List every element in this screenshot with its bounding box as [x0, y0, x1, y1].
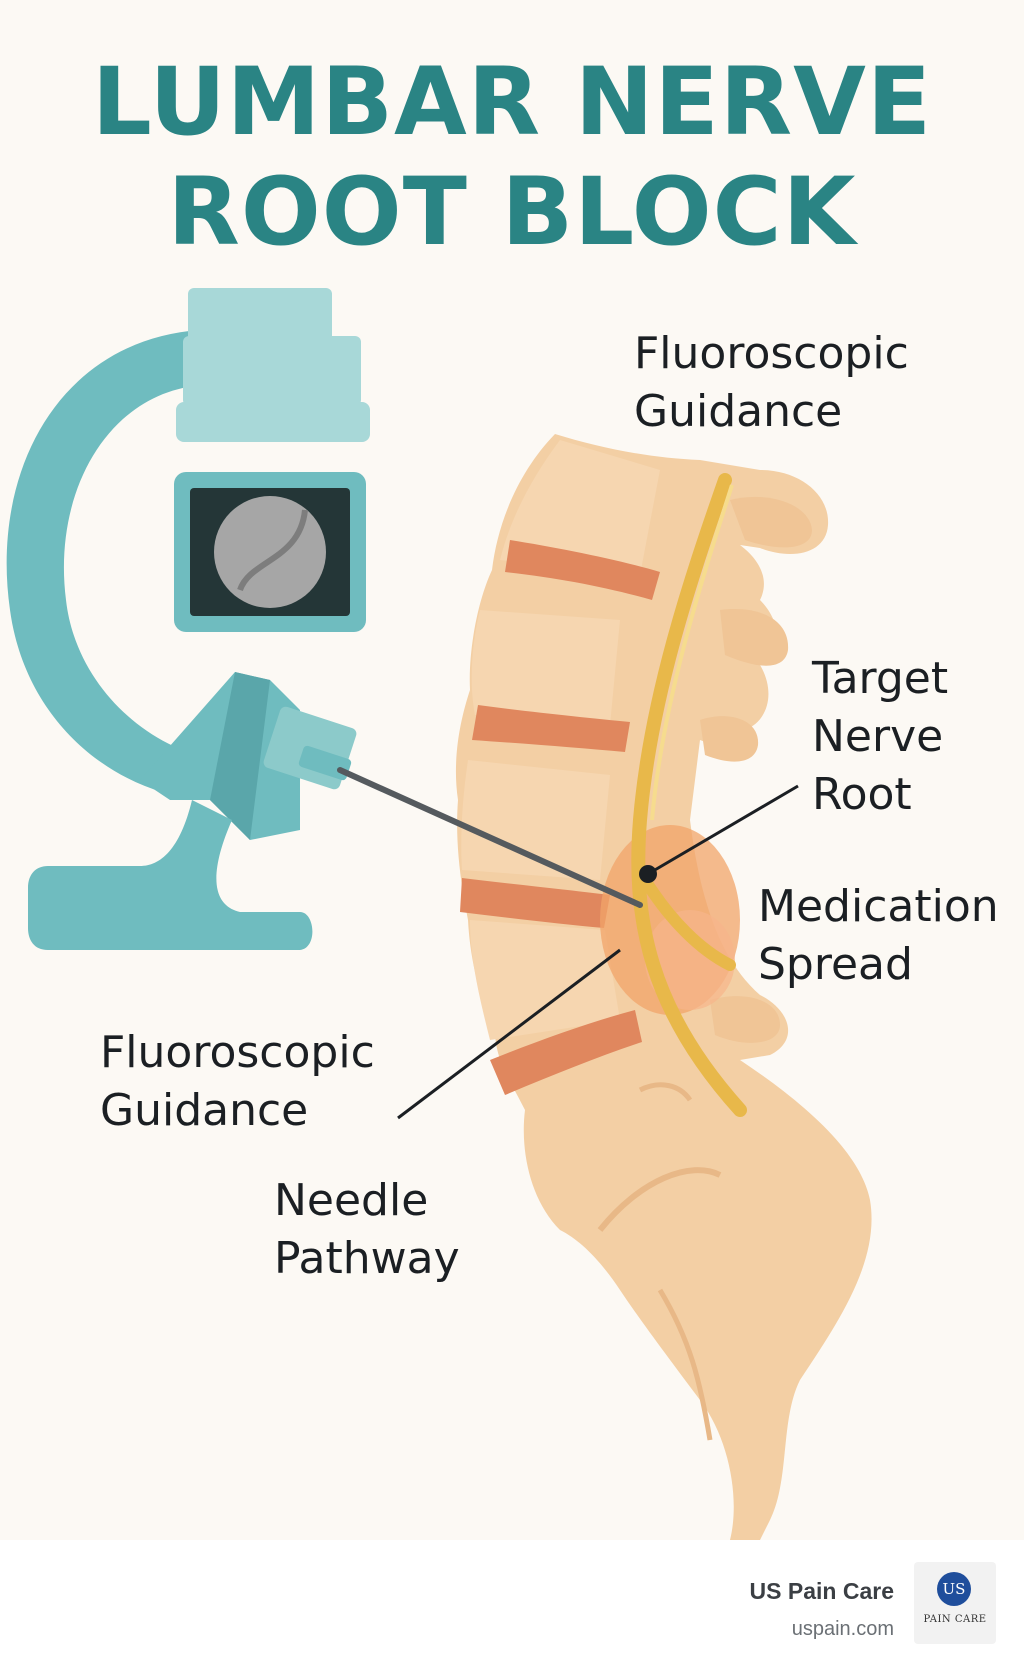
label-needle-pathway: Needle Pathway: [274, 1172, 460, 1288]
label-line: Nerve: [812, 711, 944, 762]
nerve-root: [631, 473, 747, 1117]
label-line: Fluoroscopic: [634, 328, 909, 379]
callout-lines: [397, 784, 799, 1120]
needle-pathway-line: [397, 948, 621, 1120]
disc-3: [460, 878, 610, 928]
x-ray-source-mid: [183, 336, 361, 406]
label-line: Needle: [274, 1175, 429, 1226]
title-line-1: LUMBAR NERVE: [91, 48, 933, 157]
fluoroscopy-machine: [6, 288, 370, 950]
target-pointer-line: [647, 784, 799, 876]
c-arm: [6, 330, 215, 800]
title-line-2: ROOT BLOCK: [167, 158, 857, 267]
footer: US Pain Care uspain.com US PAIN CARE: [0, 1540, 1024, 1666]
label-line: Pathway: [274, 1233, 460, 1284]
monitor-xray-image: [214, 496, 326, 608]
label-line: Medication: [758, 881, 999, 932]
logo-circle-icon: US: [937, 1572, 971, 1606]
disc-2: [472, 705, 630, 752]
label-line: Guidance: [100, 1085, 309, 1136]
machine-base: [28, 800, 313, 950]
label-medication-spread: Medication Spread: [758, 878, 999, 994]
disc-4: [490, 1010, 642, 1095]
brand-url-link[interactable]: uspain.com: [791, 1618, 894, 1640]
label-fluoroscopic-guidance-left: Fluoroscopic Guidance: [100, 1024, 375, 1140]
disc-1: [505, 540, 660, 600]
page-title: LUMBAR NERVE ROOT BLOCK: [0, 48, 1024, 268]
label-line: Root: [812, 769, 912, 820]
logo-text: PAIN CARE: [923, 1614, 987, 1625]
brand-logo: US PAIN CARE: [914, 1562, 996, 1644]
needle: [337, 767, 643, 908]
x-ray-source-base: [176, 402, 370, 442]
label-line: Guidance: [634, 386, 843, 437]
label-line: Fluoroscopic: [100, 1027, 375, 1078]
spine-injection-illustration: [6, 288, 872, 1540]
x-ray-source-top: [188, 288, 332, 344]
label-line: Spread: [758, 939, 913, 990]
brand-name: US Pain Care: [749, 1578, 894, 1604]
label-target-nerve-root: Target Nerve Root: [812, 650, 948, 824]
label-line: Target: [812, 653, 949, 704]
target-pointer-dot: [639, 865, 657, 883]
label-fluoroscopic-guidance-top: Fluoroscopic Guidance: [634, 325, 909, 441]
